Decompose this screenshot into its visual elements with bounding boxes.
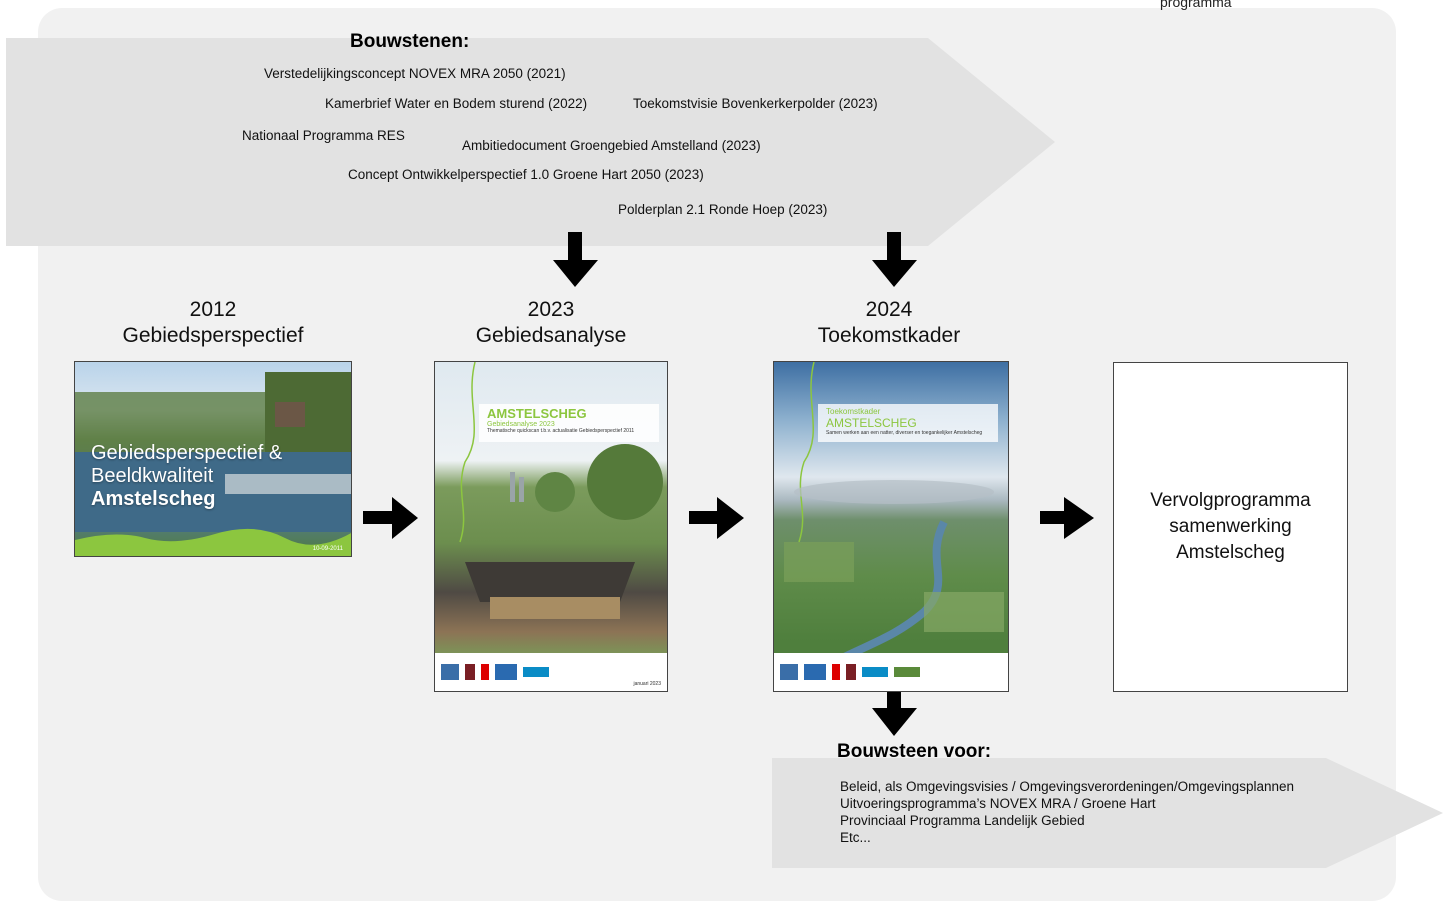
cover-subtitle: Gebiedsanalyse 2023	[487, 421, 555, 428]
logo-icon	[523, 667, 549, 677]
uses-item: Beleid, als Omgevingsvisies / Omgevingsv…	[840, 779, 1294, 794]
step-name: Toekomstkader	[817, 324, 961, 347]
logo-icon	[481, 664, 489, 680]
cover-title-box: AMSTELSCHEG Gebiedsanalyse 2023 Thematis…	[479, 404, 659, 442]
cover-title: Gebiedsperspectief & Beeldkwaliteit Amst…	[91, 442, 282, 511]
building-block-item: Kamerbrief Water en Bodem sturend (2022)	[325, 96, 588, 111]
uses-item: Uitvoeringsprogramma’s NOVEX MRA / Groen…	[840, 796, 1156, 811]
right-arrow-2	[689, 497, 744, 539]
next-program-label: Vervolgprogramma samenwerking Amstelsche…	[1150, 490, 1311, 563]
partner-logos	[774, 653, 1008, 691]
logo-icon	[894, 667, 920, 677]
building-block-item: Toekomstvisie Bovenkerkerpolder (2023)	[633, 96, 878, 111]
step-title-2024: 2024 Toekomstkader	[759, 297, 1019, 349]
cover-title-line: Gebiedsperspectief &	[91, 442, 283, 464]
building-block-item: Verstedelijkingsconcept NOVEX MRA 2050 (…	[264, 66, 566, 81]
logo-icon	[495, 664, 517, 680]
logo-icon	[832, 664, 840, 680]
cover-gebiedsperspectief: Gebiedsperspectief & Beeldkwaliteit Amst…	[74, 361, 352, 557]
cut-off-text: programma	[1160, 0, 1232, 10]
building-block-item: Nationaal Programma RES	[242, 128, 405, 143]
cover-kicker: Toekomstkader	[826, 407, 881, 416]
cover-title: AMSTELSCHEG	[487, 406, 587, 421]
cover-title-box: Toekomstkader AMSTELSCHEG Samen werken a…	[818, 404, 998, 442]
cover-photo-illustration	[784, 362, 1004, 662]
cover-title: AMSTELSCHEG	[826, 416, 917, 430]
uses-item: Provinciaal Programma Landelijk Gebied	[840, 813, 1085, 828]
uses-item: Etc...	[840, 830, 871, 845]
step-year: 2024	[865, 298, 913, 321]
building-block-item: Concept Ontwikkelperspectief 1.0 Groene …	[348, 167, 704, 182]
uses-list: Beleid, als Omgevingsvisies / Omgevingsv…	[840, 778, 1294, 846]
right-arrow-3	[1040, 497, 1094, 539]
step-title-2012: 2012 Gebiedsperspectief	[83, 297, 343, 349]
step-name: Gebiedsanalyse	[475, 324, 627, 347]
cover-caption: Thematische quickscan t.b.v. actualisati…	[487, 428, 635, 434]
down-arrow-gebiedsanalyse	[553, 232, 598, 287]
uses-heading: Bouwsteen voor:	[837, 741, 992, 762]
logo-icon	[780, 664, 798, 680]
right-arrow-1	[363, 497, 418, 539]
partner-logos	[435, 653, 667, 691]
logo-icon	[846, 664, 856, 680]
building-blocks-chevron	[6, 38, 1055, 246]
logo-icon	[465, 664, 475, 680]
next-program-card: Vervolgprogramma samenwerking Amstelsche…	[1113, 362, 1348, 692]
cover-title-line: Beeldkwaliteit	[91, 465, 214, 487]
cover-photo-illustration	[459, 362, 663, 619]
step-title-2023: 2023 Gebiedsanalyse	[421, 297, 681, 349]
cover-date: januari 2023	[633, 681, 661, 687]
cover-title-line: Amstelscheg	[91, 488, 216, 510]
cover-caption: Samen werken aan een natter, diverser en…	[826, 430, 983, 436]
down-arrow-toekomstkader	[872, 232, 917, 287]
logo-icon	[441, 664, 459, 680]
cover-toekomstkader: Toekomstkader AMSTELSCHEG Samen werken a…	[773, 361, 1009, 692]
cover-gebiedsanalyse: AMSTELSCHEG Gebiedsanalyse 2023 Thematis…	[434, 361, 668, 692]
uses-chevron	[772, 758, 1443, 868]
step-year: 2012	[189, 298, 237, 321]
building-block-item: Polderplan 2.1 Ronde Hoep (2023)	[618, 202, 828, 217]
building-blocks-heading: Bouwstenen:	[350, 31, 470, 52]
logo-icon	[862, 667, 888, 677]
building-block-item: Ambitiedocument Groengebied Amstelland (…	[462, 138, 761, 153]
cover-date: 10-09-2011	[312, 546, 343, 552]
cover-photo-illustration	[75, 372, 351, 556]
step-name: Gebiedsperspectief	[122, 324, 304, 347]
step-year: 2023	[527, 298, 575, 321]
logo-icon	[804, 664, 826, 680]
